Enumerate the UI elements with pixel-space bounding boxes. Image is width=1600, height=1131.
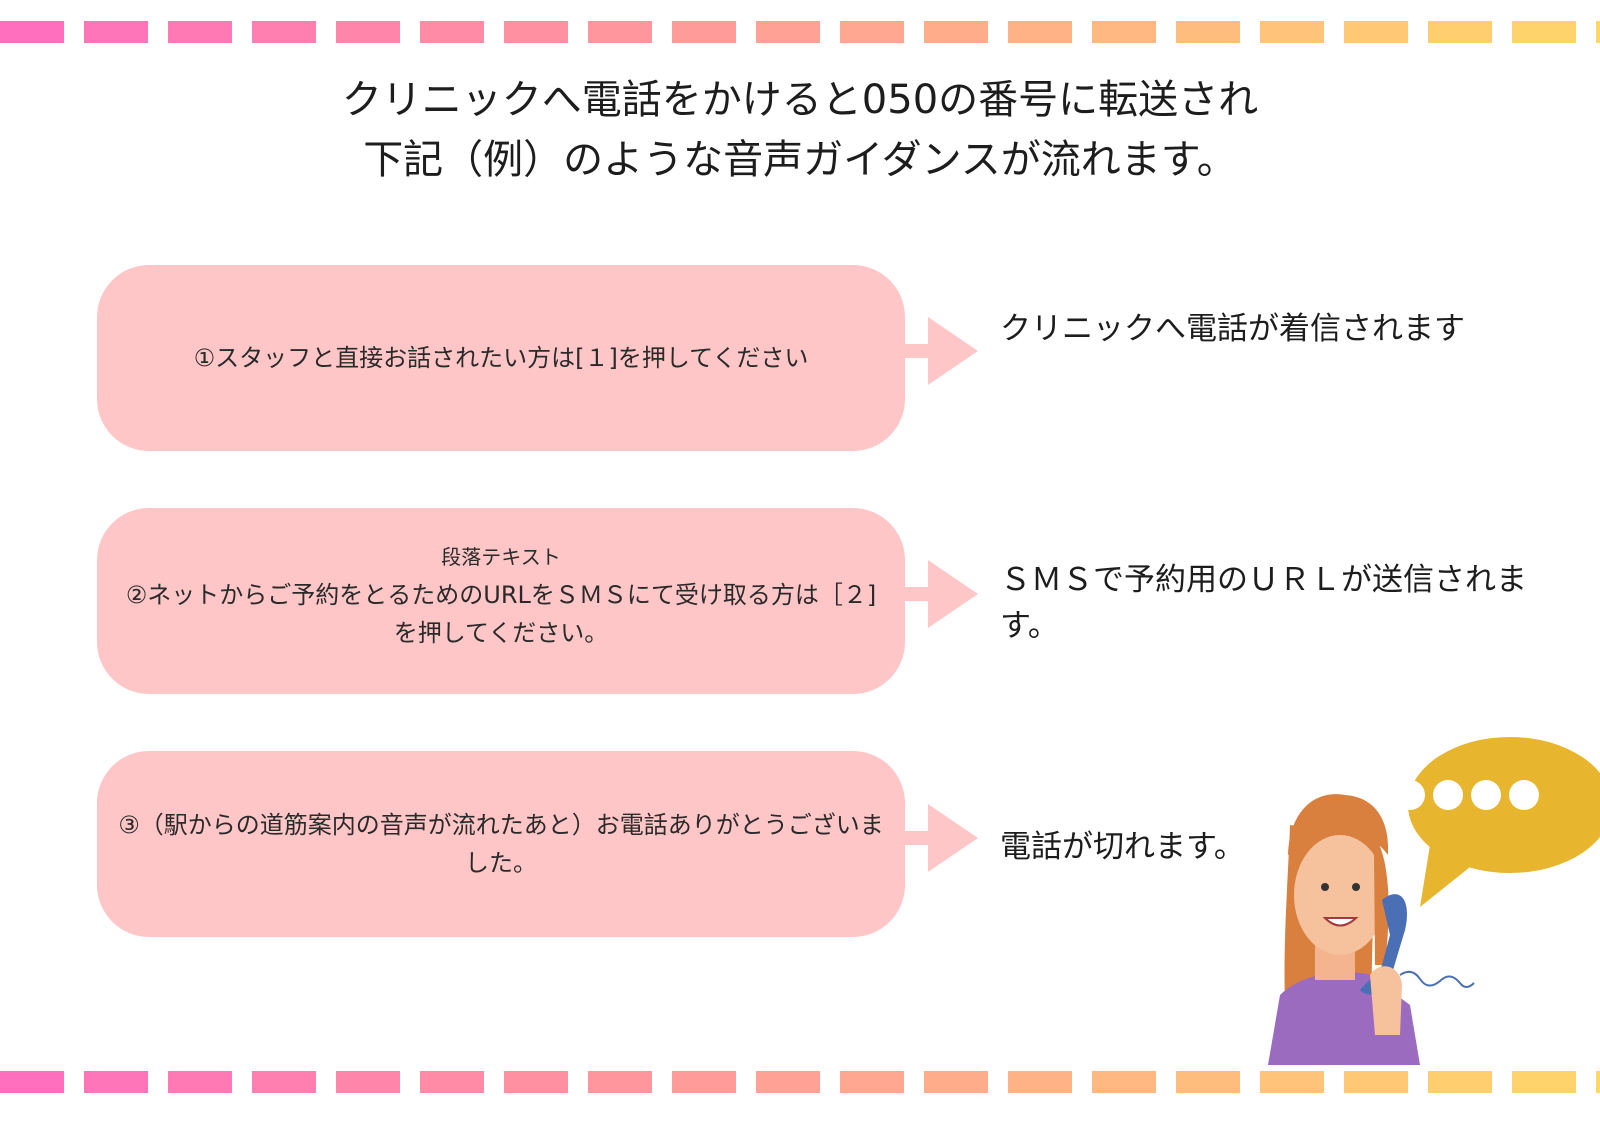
step-2-result: ＳＭＳで予約用のＵＲＬが送信されます。: [1000, 562, 1527, 644]
woman-on-phone-icon: [1268, 737, 1600, 1065]
step-3-text: ③（駅からの道筋案内の音声が流れたあと）お電話ありがとうございました。: [118, 811, 884, 877]
border-dash: [504, 1071, 568, 1093]
border-dash: [1596, 21, 1600, 43]
border-dash: [84, 1071, 148, 1093]
border-dash: [1512, 1071, 1576, 1093]
border-dash: [252, 21, 316, 43]
border-dash: [1428, 1071, 1492, 1093]
page-title: クリニックへ電話をかけると050の番号に転送され 下記（例）のような音声ガイダン…: [200, 70, 1400, 190]
border-dash: [840, 1071, 904, 1093]
border-dash: [336, 1071, 400, 1093]
title-line-1: クリニックへ電話をかけると050の番号に転送され: [341, 77, 1259, 123]
border-dash: [672, 21, 736, 43]
step-1-box: ①スタッフと直接お話されたい方は[１]を押してください: [97, 265, 905, 451]
border-dash: [924, 1071, 988, 1093]
step-2-text: ②ネットからご予約をとるためのURLをＳＭＳにて受け取る方は［２]を押してくださ…: [125, 581, 877, 647]
step-2-box: 段落テキスト ②ネットからご予約をとるためのURLをＳＭＳにて受け取る方は［２]…: [97, 508, 905, 694]
border-dash: [84, 21, 148, 43]
border-dash: [588, 1071, 652, 1093]
border-dash: [504, 21, 568, 43]
border-dash: [168, 1071, 232, 1093]
border-dash: [1260, 21, 1324, 43]
right-arrow-icon: [900, 804, 978, 872]
border-dash: [1596, 1071, 1600, 1093]
border-dash: [420, 21, 484, 43]
border-dash: [672, 1071, 736, 1093]
title-line-2: 下記（例）のような音声ガイダンスが流れます。: [363, 137, 1237, 183]
border-dash: [1092, 1071, 1156, 1093]
border-dash: [840, 21, 904, 43]
border-dash: [756, 1071, 820, 1093]
bottom-dashed-border: [0, 1071, 1600, 1093]
right-arrow-icon: [900, 560, 978, 628]
step-2-label: 段落テキスト: [441, 545, 561, 569]
border-dash: [1428, 21, 1492, 43]
border-dash: [1092, 21, 1156, 43]
border-dash: [1344, 1071, 1408, 1093]
step-3-box: ③（駅からの道筋案内の音声が流れたあと）お電話ありがとうございました。: [97, 751, 905, 937]
border-dash: [252, 1071, 316, 1093]
right-arrow-icon: [900, 317, 978, 385]
border-dash: [1008, 21, 1072, 43]
border-dash: [1512, 21, 1576, 43]
border-dash: [336, 21, 400, 43]
step-3-result: 電話が切れます。: [1000, 829, 1245, 865]
border-dash: [924, 21, 988, 43]
border-dash: [1008, 1071, 1072, 1093]
border-dash: [588, 21, 652, 43]
border-dash: [168, 21, 232, 43]
border-dash: [1260, 1071, 1324, 1093]
step-1-result: クリニックへ電話が着信されます: [1000, 311, 1465, 347]
border-dash: [420, 1071, 484, 1093]
step-1-text: ①スタッフと直接お話されたい方は[１]を押してください: [193, 344, 809, 372]
speech-bubble-icon: [1395, 737, 1600, 907]
border-dash: [1344, 21, 1408, 43]
border-dash: [0, 1071, 64, 1093]
border-dash: [0, 21, 64, 43]
border-dash: [1176, 21, 1240, 43]
border-dash: [1176, 1071, 1240, 1093]
border-dash: [756, 21, 820, 43]
top-dashed-border: [0, 21, 1600, 43]
